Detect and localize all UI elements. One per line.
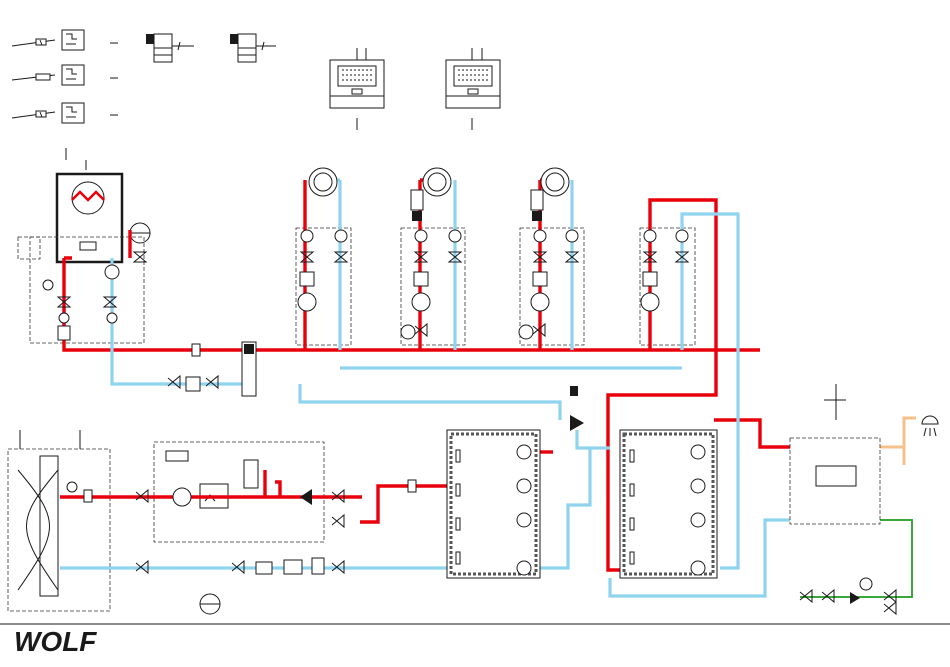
expansion-vessel-icon	[130, 223, 150, 243]
heating-circuit-3	[519, 168, 578, 339]
sensor-cable-icon	[12, 103, 118, 123]
sensor-cable-icon	[12, 65, 118, 85]
brand-logo: WOLF	[14, 626, 97, 657]
sensor-cable-icon	[12, 30, 118, 50]
brand-logo-text: WOLF	[14, 626, 97, 657]
heating-circuit-2	[401, 168, 461, 339]
freshwater-station-icon	[790, 384, 880, 524]
heat-pump-fan-icon	[8, 430, 110, 611]
buffer-storage-icon	[620, 430, 717, 578]
room-controller-icon	[330, 48, 384, 130]
gas-boiler-icon	[57, 148, 122, 262]
legend-area	[12, 30, 276, 123]
shower-head-icon	[922, 416, 938, 436]
buffer-storage-icon	[447, 430, 540, 578]
room-controller-icon	[446, 48, 500, 130]
control-module-icon	[146, 34, 194, 62]
bus-module-icon	[230, 34, 276, 62]
